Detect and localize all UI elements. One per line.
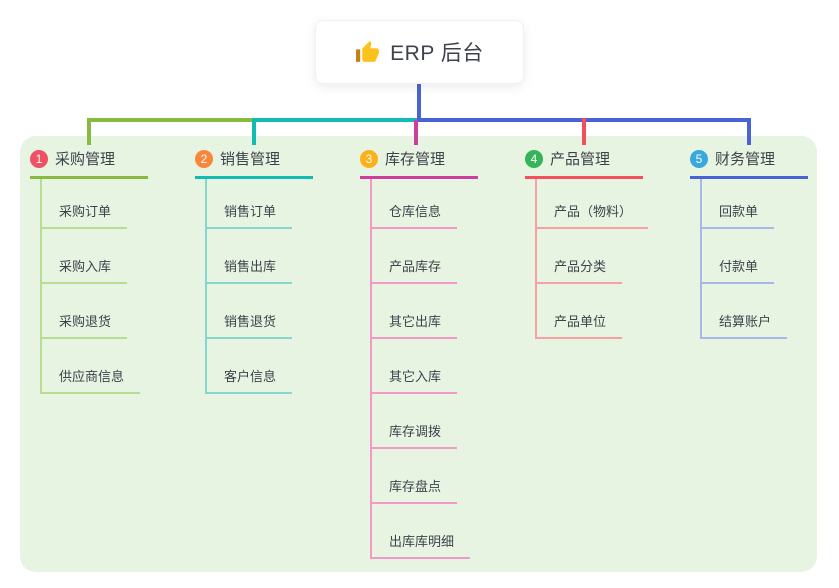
branch-label: 销售管理 bbox=[220, 151, 281, 168]
bus-segment-2 bbox=[254, 118, 419, 122]
child-node[interactable]: 采购入库 bbox=[42, 229, 128, 284]
branch-label: 财务管理 bbox=[715, 151, 776, 168]
child-node[interactable]: 结算账户 bbox=[702, 284, 788, 339]
child-node[interactable]: 其它入库 bbox=[372, 339, 458, 394]
child-node[interactable]: 销售订单 bbox=[207, 179, 293, 229]
branch-number-badge: 4 bbox=[525, 149, 543, 168]
branch-column-3: 3 库存管理 仓库信息 产品库存 其它出库 其它入库 库存调拨 库存盘点 出库库… bbox=[360, 148, 520, 559]
child-node[interactable]: 供应商信息 bbox=[42, 339, 141, 394]
branch-number-badge: 2 bbox=[195, 149, 213, 168]
child-node[interactable]: 客户信息 bbox=[207, 339, 293, 394]
child-node[interactable]: 其它出库 bbox=[372, 284, 458, 339]
child-node[interactable]: 回款单 bbox=[702, 179, 775, 229]
branch-label: 采购管理 bbox=[55, 151, 116, 168]
branch-column-5: 5 财务管理 回款单 付款单 结算账户 bbox=[690, 148, 839, 339]
branch-number-badge: 3 bbox=[360, 149, 378, 168]
branch-children: 回款单 付款单 结算账户 bbox=[700, 179, 839, 339]
child-node[interactable]: 销售出库 bbox=[207, 229, 293, 284]
child-node[interactable]: 出库库明细 bbox=[372, 504, 471, 559]
branch-children: 仓库信息 产品库存 其它出库 其它入库 库存调拨 库存盘点 出库库明细 bbox=[370, 179, 520, 559]
branch-column-2: 2 销售管理 销售订单 销售出库 销售退货 客户信息 bbox=[195, 148, 355, 394]
branch-node-inventory[interactable]: 3 库存管理 bbox=[360, 148, 478, 179]
branch-node-purchase[interactable]: 1 采购管理 bbox=[30, 148, 148, 179]
branch-label: 产品管理 bbox=[550, 151, 611, 168]
branch-number-badge: 5 bbox=[690, 149, 708, 168]
child-node[interactable]: 付款单 bbox=[702, 229, 775, 284]
child-node[interactable]: 采购退货 bbox=[42, 284, 128, 339]
child-node[interactable]: 采购订单 bbox=[42, 179, 128, 229]
child-node[interactable]: 仓库信息 bbox=[372, 179, 458, 229]
branch-node-product[interactable]: 4 产品管理 bbox=[525, 148, 643, 179]
child-node[interactable]: 库存盘点 bbox=[372, 449, 458, 504]
child-node[interactable]: 库存调拨 bbox=[372, 394, 458, 449]
child-node[interactable]: 产品库存 bbox=[372, 229, 458, 284]
branch-children: 销售订单 销售出库 销售退货 客户信息 bbox=[205, 179, 355, 394]
branch-label: 库存管理 bbox=[385, 151, 446, 168]
root-node[interactable]: ERP 后台 bbox=[315, 20, 524, 84]
root-stem-line bbox=[417, 80, 421, 122]
branch-column-1: 1 采购管理 采购订单 采购入库 采购退货 供应商信息 bbox=[30, 148, 190, 394]
branches-panel bbox=[20, 136, 817, 572]
branch-node-finance[interactable]: 5 财务管理 bbox=[690, 148, 808, 179]
child-node[interactable]: 产品分类 bbox=[537, 229, 623, 284]
child-node[interactable]: 销售退货 bbox=[207, 284, 293, 339]
branch-node-sales[interactable]: 2 销售管理 bbox=[195, 148, 313, 179]
bus-segment-right bbox=[417, 118, 751, 122]
root-label: ERP 后台 bbox=[390, 42, 484, 65]
child-node[interactable]: 产品单位 bbox=[537, 284, 623, 339]
thumbs-up-icon bbox=[355, 40, 380, 65]
branch-children: 采购订单 采购入库 采购退货 供应商信息 bbox=[40, 179, 190, 394]
branch-children: 产品（物料） 产品分类 产品单位 bbox=[535, 179, 685, 339]
child-node[interactable]: 产品（物料） bbox=[537, 179, 649, 229]
branch-column-4: 4 产品管理 产品（物料） 产品分类 产品单位 bbox=[525, 148, 685, 339]
branch-number-badge: 1 bbox=[30, 149, 48, 168]
bus-segment-1 bbox=[87, 118, 256, 122]
